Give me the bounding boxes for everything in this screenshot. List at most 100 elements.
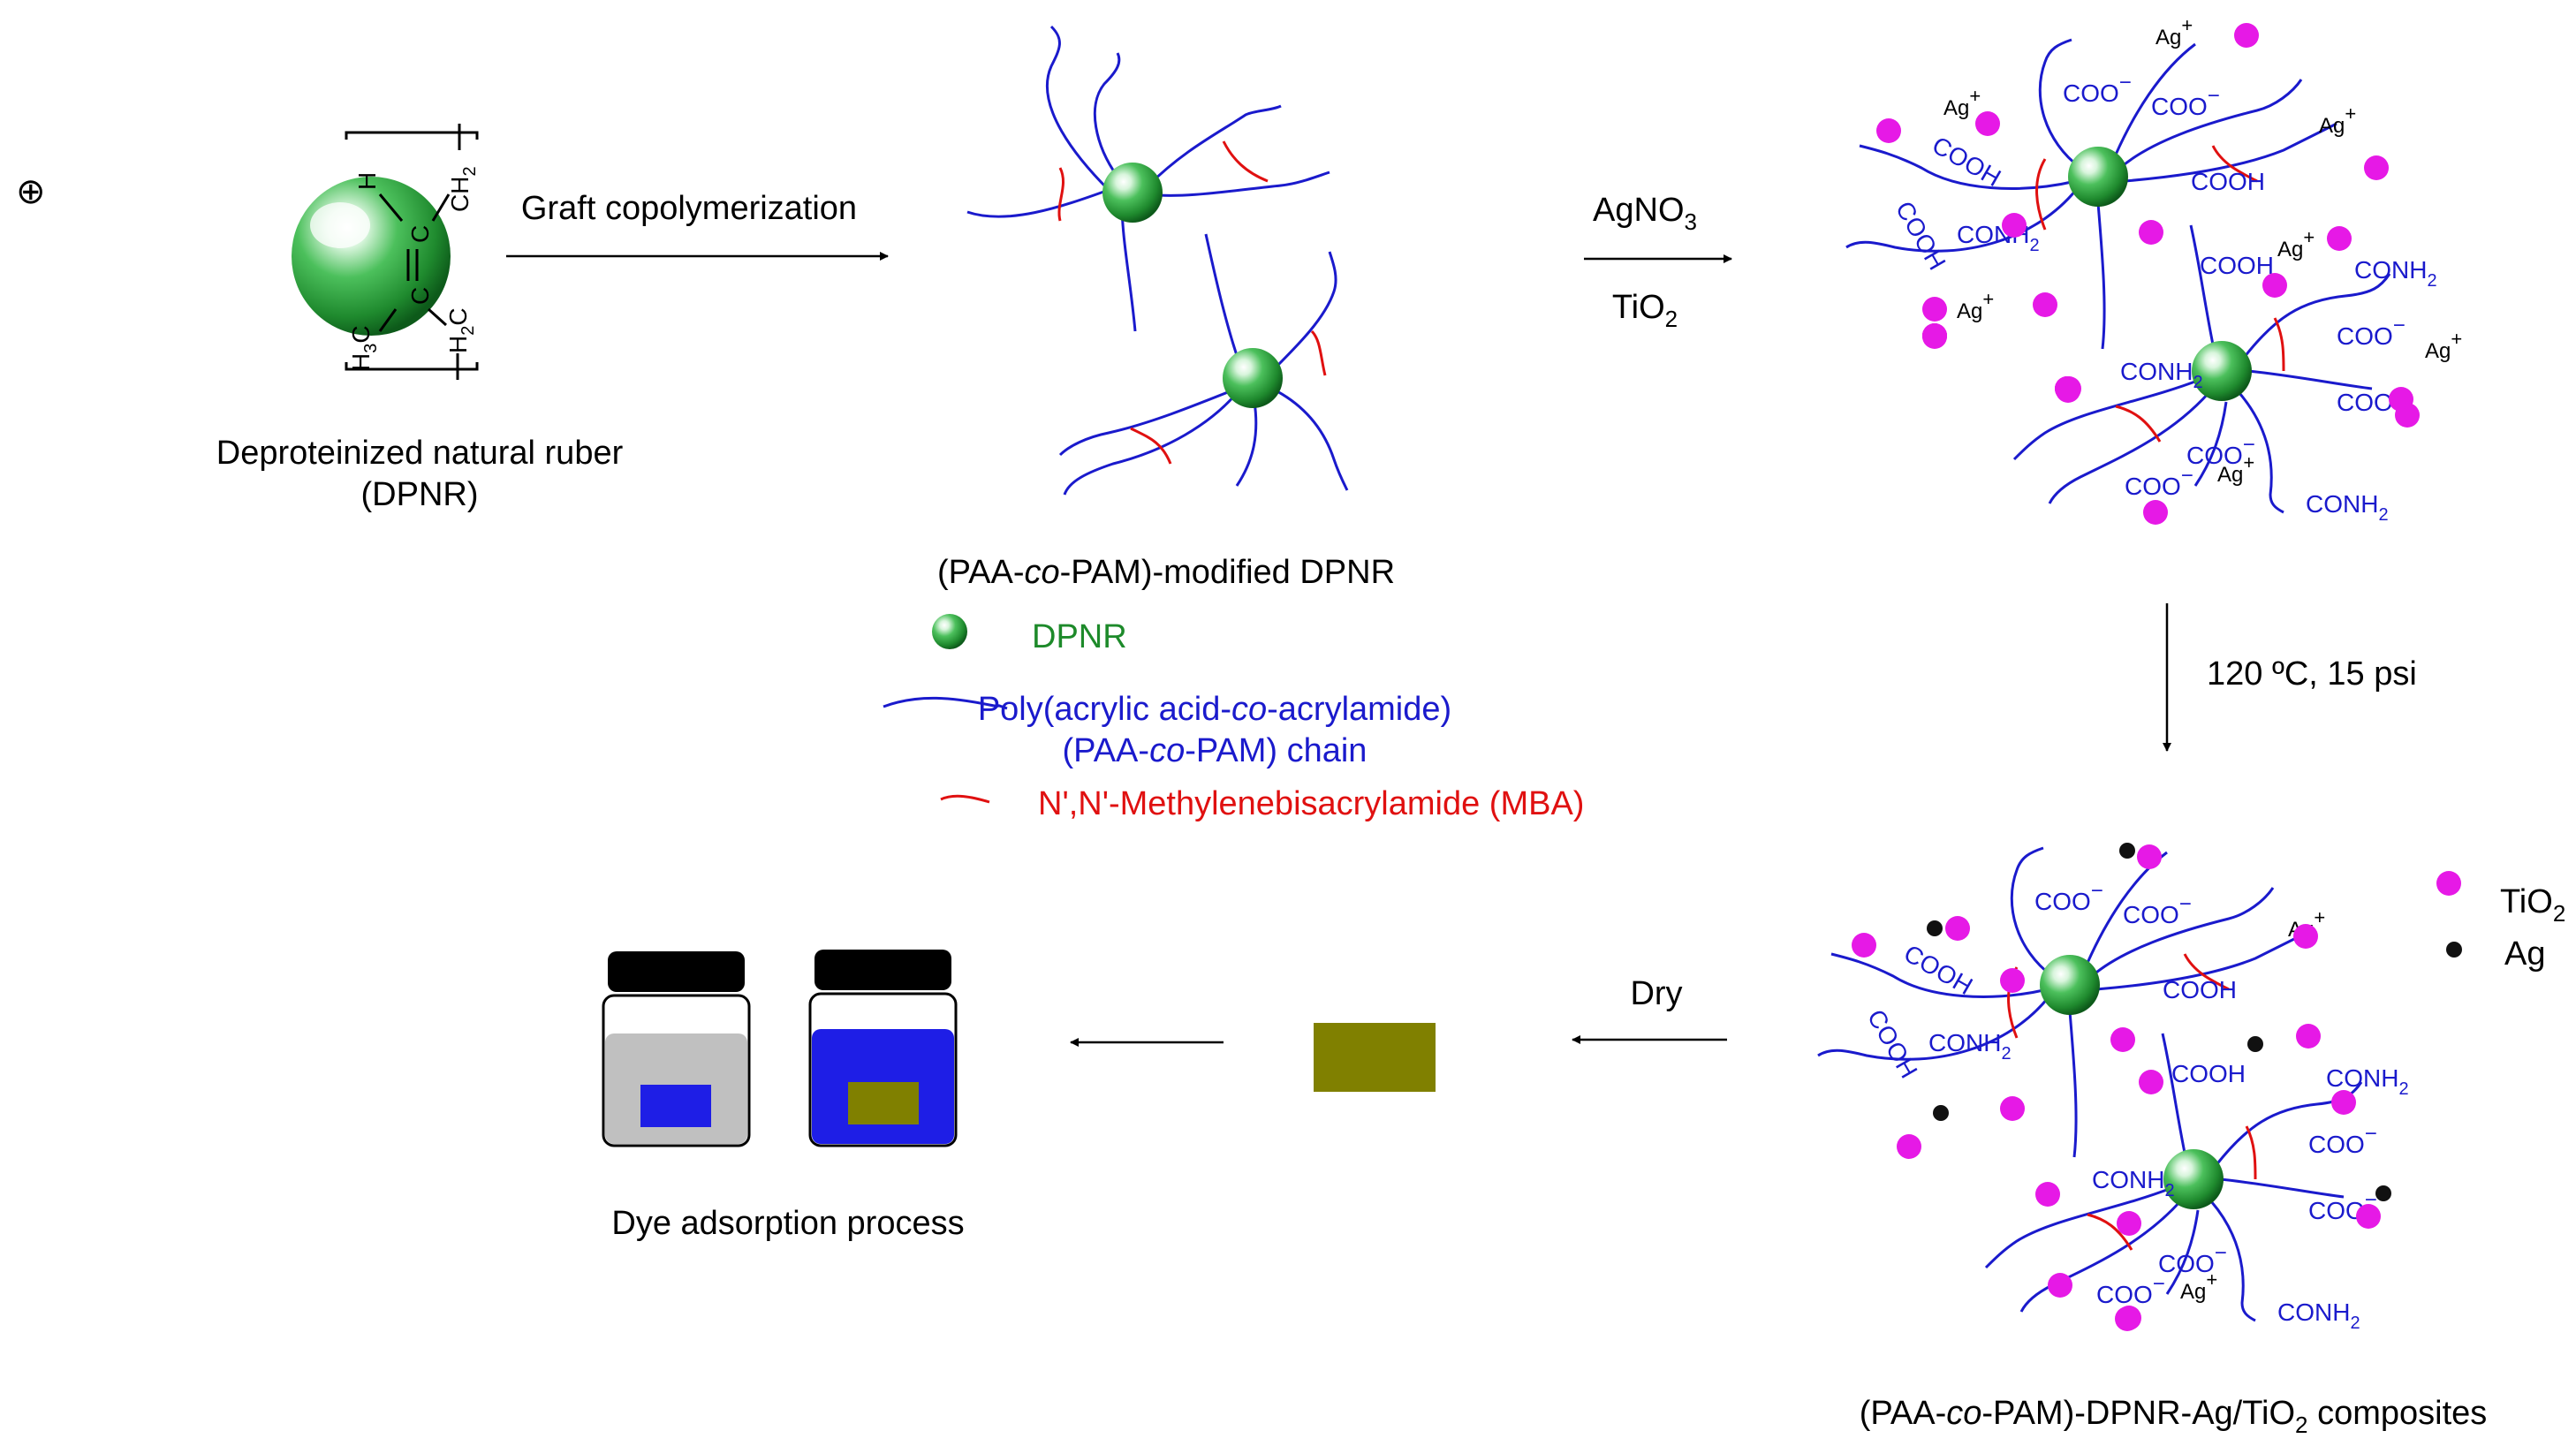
tio2-particle xyxy=(1876,118,1901,143)
cooh-label: COOH xyxy=(2200,252,2274,279)
ag-ion-label: Ag+ xyxy=(2425,328,2462,363)
tio2-particle xyxy=(2137,844,2162,869)
cooh-label: COOH xyxy=(2163,976,2237,1003)
tio2-particle xyxy=(2395,403,2420,428)
tio2-particle xyxy=(2262,273,2287,298)
crosslink xyxy=(2115,405,2162,443)
charge-symbol: ⊕ xyxy=(16,172,46,211)
heat-label: 120 ºC, 15 psi xyxy=(2207,655,2417,693)
coo-label: COO− xyxy=(2034,879,2103,915)
chain xyxy=(1984,1186,2172,1269)
crosslink xyxy=(2211,145,2258,183)
tio2-particle xyxy=(2035,1182,2060,1207)
chain xyxy=(2247,369,2373,390)
chain xyxy=(2161,1033,2186,1154)
crosslink xyxy=(2245,1125,2257,1180)
chain xyxy=(2091,887,2275,978)
conh2-label: CONH2 xyxy=(2277,1298,2360,1333)
tio2-particle xyxy=(2327,226,2352,251)
chain xyxy=(1859,144,2077,190)
dpnr-caption-line2: (DPNR) xyxy=(361,476,479,513)
conh2-label: CONH2 xyxy=(1957,221,2040,255)
tio2-particle xyxy=(1922,297,1947,322)
coo-label: COO− xyxy=(2186,433,2255,469)
tio2-label: TiO2 xyxy=(1612,289,1678,332)
conh2-label: CONH2 xyxy=(2120,358,2203,392)
legend-tio2-label: TiO2 xyxy=(2500,883,2565,927)
coo-label: COO− xyxy=(2063,71,2132,107)
chain xyxy=(1147,104,1282,187)
coo-label: COO− xyxy=(2151,84,2220,120)
crosslink xyxy=(1310,329,1327,376)
crosslink xyxy=(2183,953,2230,991)
jar-lid xyxy=(608,951,745,992)
atom-c2: C xyxy=(406,287,434,305)
atom-h2c: H2C xyxy=(444,307,478,353)
tio2-particle xyxy=(1922,324,1947,349)
chain xyxy=(966,188,1110,218)
legend-ag-icon xyxy=(2446,942,2462,958)
ag-ion-label: Ag+ xyxy=(2156,14,2193,49)
legend-chain-icon xyxy=(883,696,1008,710)
tio2-particle xyxy=(2117,1306,2141,1330)
composite-after-dye xyxy=(848,1082,919,1124)
dpnr-caption-line1: Deproteinized natural ruber xyxy=(216,435,624,472)
tio2-particle xyxy=(2033,292,2057,317)
ag-ion-label: Ag+ xyxy=(2180,1268,2217,1304)
chain xyxy=(2189,224,2215,345)
coo-label: COO− xyxy=(2125,464,2193,500)
ag-nanoparticle xyxy=(1927,920,1943,936)
dpnr-sphere xyxy=(2040,955,2100,1015)
legend-mba-icon xyxy=(940,794,990,804)
ag-nanoparticle xyxy=(1933,1105,1949,1121)
sphere-highlight xyxy=(310,202,370,248)
tio2-particle xyxy=(1975,111,2000,136)
chain xyxy=(1063,392,1239,496)
ag-nanoparticle xyxy=(2119,843,2135,859)
tio2-particle xyxy=(2139,220,2163,245)
dpnr-structure: H CH2 C C H3C H2C xyxy=(292,124,480,380)
crosslink xyxy=(1222,140,1269,183)
chain xyxy=(1148,170,1330,197)
polymer-bracket-bottom xyxy=(345,362,479,371)
tio2-particle xyxy=(1852,933,1876,958)
chain xyxy=(1045,25,1110,192)
jar-lid xyxy=(814,950,951,990)
crosslink xyxy=(2087,1213,2133,1251)
crosslink xyxy=(2273,317,2285,372)
graft-label: Graft copolymerization xyxy=(521,190,857,227)
dpnr-sphere xyxy=(2068,147,2128,207)
tio2-particle xyxy=(1897,1134,1921,1159)
bond-1 xyxy=(378,193,404,222)
legend: DPNR Poly(acrylic acid-co-acrylamide) (P… xyxy=(883,614,1584,822)
ag-ion-label: Ag+ xyxy=(1957,288,1994,323)
jar-before xyxy=(602,951,751,1147)
chain xyxy=(2242,273,2391,359)
tio2-particle xyxy=(2143,500,2168,525)
chain xyxy=(2219,1177,2345,1199)
cooh-label: COOH xyxy=(1890,197,1951,275)
conh2-label: CONH2 xyxy=(2306,490,2389,525)
modified-dpnr xyxy=(966,25,1349,496)
legend-dpnr-label: DPNR xyxy=(1032,618,1127,655)
conh2-label: CONH2 xyxy=(1928,1029,2012,1064)
legend-tio2-icon xyxy=(2436,871,2461,896)
chain xyxy=(1270,251,1337,373)
chain xyxy=(1817,997,2049,1061)
chain xyxy=(1830,952,2049,998)
dry-label: Dry xyxy=(1630,975,1682,1012)
chain xyxy=(2114,42,2196,155)
tio2-particle xyxy=(2056,378,2080,403)
ag-ion-label: Ag+ xyxy=(2319,102,2356,138)
dpnr-sphere-large xyxy=(292,177,451,336)
chain xyxy=(2193,401,2228,487)
ag-ion-label: Ag+ xyxy=(2277,226,2315,261)
chain xyxy=(2238,392,2284,514)
ag-ion-label: Ag+ xyxy=(1943,85,1981,120)
tio2-particle xyxy=(2110,1027,2135,1052)
chain xyxy=(2010,846,2053,978)
crosslink xyxy=(2035,158,2047,231)
dpnr-sphere xyxy=(1223,348,1283,408)
chain xyxy=(2012,378,2201,461)
